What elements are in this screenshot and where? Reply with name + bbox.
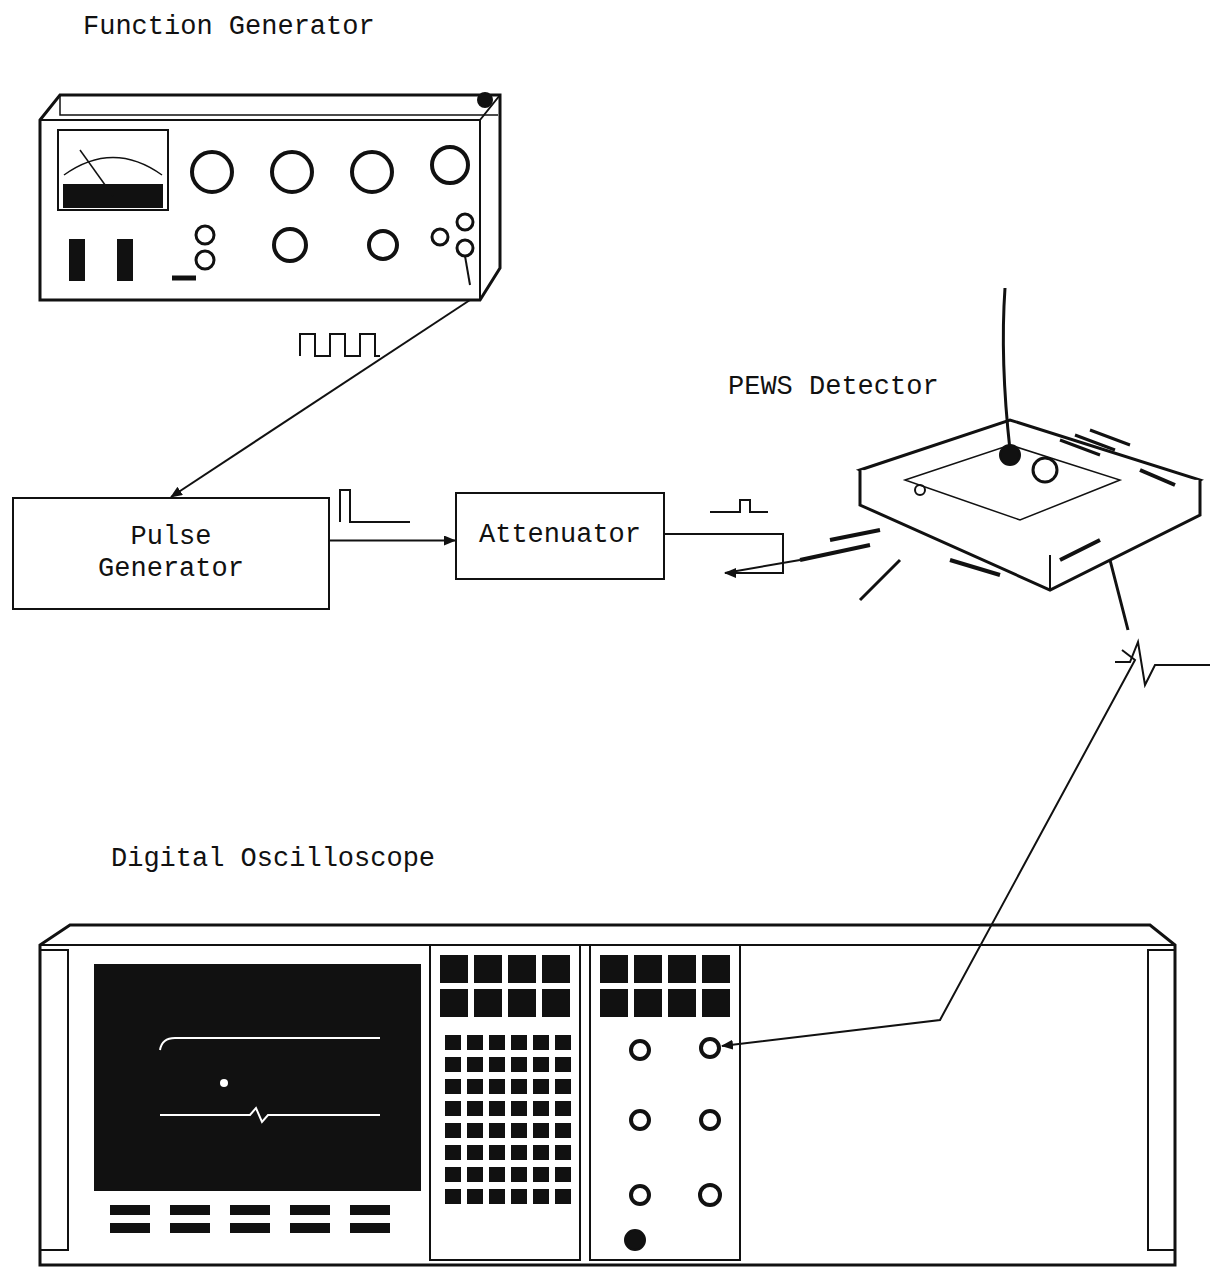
signal-connector (722, 650, 1135, 1046)
square-wave-symbol (300, 334, 380, 356)
instrument-label-region: PEWS Detector (725, 370, 1210, 650)
signal-connector (171, 300, 470, 497)
process-box: Pulse Generator (12, 497, 330, 610)
box-label: Attenuator (479, 520, 641, 551)
oscilloscope-drawing (40, 925, 1175, 1265)
instrument-label: Function Generator (80, 12, 378, 43)
instrument-label: Digital Oscilloscope (108, 844, 438, 875)
signal-connector (330, 540, 455, 542)
instrument-label: PEWS Detector (725, 372, 942, 403)
pews-detector-drawing (725, 288, 1200, 630)
small-pulse-symbol (710, 500, 768, 512)
pulse-symbol (340, 490, 410, 522)
function-generator-drawing (40, 93, 500, 300)
process-box: Attenuator (455, 492, 665, 580)
signal-connector (665, 534, 783, 573)
box-label: Pulse Generator (76, 522, 266, 584)
detector-output-symbol (1115, 642, 1210, 685)
instrument-label-region: Digital Oscilloscope (40, 840, 1175, 1265)
instrument-label-region: Function Generator (40, 8, 500, 300)
